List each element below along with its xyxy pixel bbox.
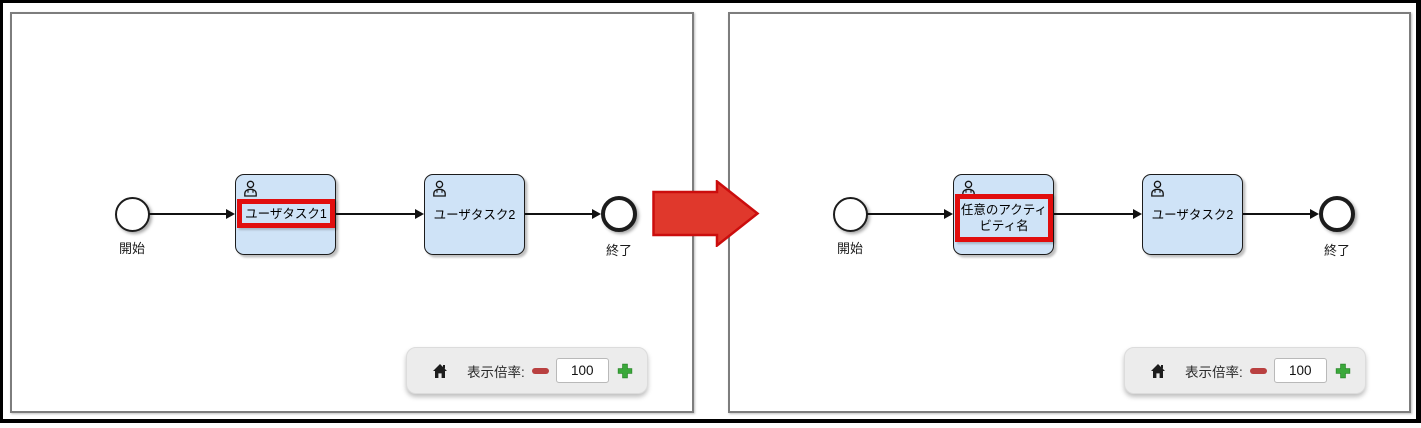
start-event-label: 開始	[836, 241, 863, 256]
arrowhead-icon	[1133, 209, 1142, 219]
end-event[interactable]	[1319, 196, 1355, 232]
task-label: 任意のアクティビティ名	[960, 203, 1048, 233]
plus-icon[interactable]	[1335, 363, 1351, 379]
arrowhead-icon	[592, 209, 601, 219]
start-event[interactable]	[833, 197, 868, 232]
rename-highlight-box: ユーザタスク1	[237, 199, 335, 228]
user-icon	[243, 180, 258, 202]
minus-icon[interactable]	[531, 367, 549, 374]
sequence-flow	[336, 209, 424, 219]
bpmn-canvas-after[interactable]: 開始 任意のアクティビティ名	[730, 14, 1409, 411]
panel-before: 開始 ユーザタスク1	[10, 12, 694, 413]
task-user-task-2[interactable]: ユーザタスク2	[1142, 174, 1243, 255]
zoom-value-input[interactable]	[1273, 358, 1327, 383]
plus-icon[interactable]	[617, 363, 633, 379]
zoom-toolbar: 表示倍率:	[406, 347, 648, 394]
zoom-ratio-label: 表示倍率:	[467, 364, 525, 380]
sequence-flow	[1054, 209, 1142, 219]
home-icon[interactable]	[432, 363, 448, 379]
panel-after: 開始 任意のアクティビティ名	[728, 12, 1411, 413]
rename-highlight-box: 任意のアクティビティ名	[955, 194, 1053, 242]
user-icon	[961, 180, 976, 202]
end-event-label: 終了	[605, 243, 632, 258]
task-user-task-2[interactable]: ユーザタスク2	[424, 174, 525, 255]
user-icon	[1150, 180, 1165, 202]
arrowhead-icon	[226, 209, 235, 219]
task-label: ユーザタスク2	[433, 207, 516, 222]
zoom-ratio-label: 表示倍率:	[1185, 364, 1243, 380]
task-label: ユーザタスク1	[245, 206, 327, 221]
start-event-label: 開始	[118, 241, 145, 256]
end-event[interactable]	[601, 196, 637, 232]
bpmn-canvas-before[interactable]: 開始 ユーザタスク1	[12, 14, 692, 411]
arrowhead-icon	[944, 209, 953, 219]
zoom-toolbar: 表示倍率:	[1124, 347, 1366, 394]
task-label: ユーザタスク2	[1151, 207, 1234, 222]
arrowhead-icon	[1310, 209, 1319, 219]
sequence-flow	[1243, 209, 1319, 219]
end-event-label: 終了	[1323, 243, 1350, 258]
sequence-flow	[867, 209, 953, 219]
home-icon[interactable]	[1150, 363, 1166, 379]
minus-icon[interactable]	[1249, 367, 1267, 374]
zoom-value-input[interactable]	[555, 358, 609, 383]
task-user-task-1[interactable]: ユーザタスク1	[235, 174, 336, 255]
sequence-flow	[149, 209, 235, 219]
start-event[interactable]	[115, 197, 150, 232]
sequence-flow	[525, 209, 601, 219]
arrowhead-icon	[415, 209, 424, 219]
task-renamed[interactable]: 任意のアクティビティ名	[953, 174, 1054, 255]
right-arrow-icon	[652, 180, 760, 247]
user-icon	[432, 180, 447, 202]
